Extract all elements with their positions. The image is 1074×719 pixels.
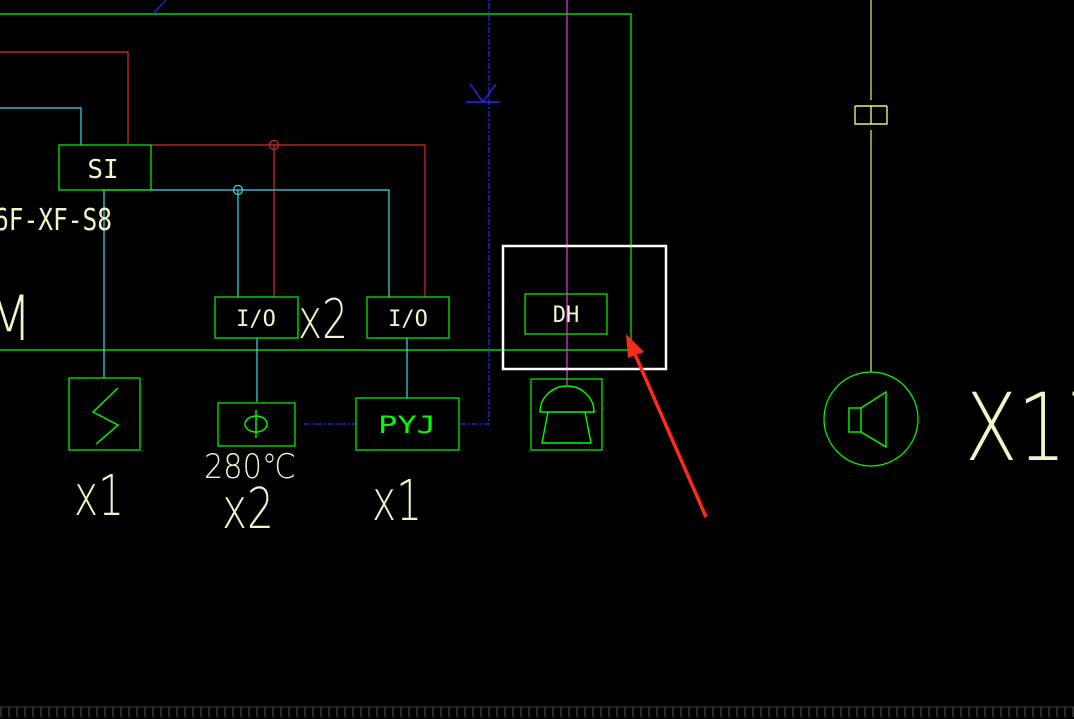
dh-label: DH [553, 303, 580, 328]
smoke-detector-qty: x1 [74, 464, 124, 529]
si-module[interactable]: SI [58, 144, 152, 191]
speaker-qty-label: X17 [965, 374, 1074, 483]
lightning-zigzag-icon [91, 387, 120, 445]
highlight-box [501, 244, 668, 371]
io-module-right[interactable]: I/O [366, 296, 450, 339]
io-left-label: I/O [236, 307, 276, 332]
b-mark-symbol [854, 105, 888, 125]
door-holder-device[interactable] [530, 378, 603, 451]
blue-pyj-return [460, 0, 490, 425]
pyj-device[interactable]: PYJ [355, 397, 460, 451]
cyan-line-top [0, 107, 82, 145]
temp-rating-label: 280℃ [204, 447, 296, 487]
m-partial-label: M [0, 282, 32, 355]
io-module-left[interactable]: I/O [214, 296, 299, 339]
si-label: SI [87, 155, 118, 185]
cable-code-label: 6F-XF-S8 [0, 203, 112, 238]
cyan-line-si-bottom [101, 189, 390, 297]
fire-valve-qty: x2 [222, 477, 274, 542]
wiring [0, 0, 872, 425]
pyj-qty: x1 [372, 469, 422, 534]
speaker-icon [848, 390, 887, 449]
speaker-device[interactable] [823, 371, 919, 467]
bell-dome-icon [539, 385, 595, 444]
smoke-detector-device[interactable] [68, 377, 141, 451]
red-line-si-right [151, 144, 426, 297]
io-right-label: I/O [388, 307, 428, 332]
green-bus-line [0, 13, 632, 351]
k-mark-symbol [466, 83, 500, 103]
blue-diag-top [152, 0, 167, 15]
red-line-top [0, 51, 129, 145]
pyj-label: PYJ [378, 411, 436, 439]
red-arrow-icon [626, 334, 708, 518]
dh-module[interactable]: DH [524, 293, 608, 335]
junction-node-cyan [232, 184, 244, 196]
fire-valve-device[interactable] [217, 402, 296, 447]
io-left-qty: x2 [298, 288, 348, 351]
junction-node-red [268, 139, 280, 151]
phi-damper-icon [244, 410, 268, 438]
